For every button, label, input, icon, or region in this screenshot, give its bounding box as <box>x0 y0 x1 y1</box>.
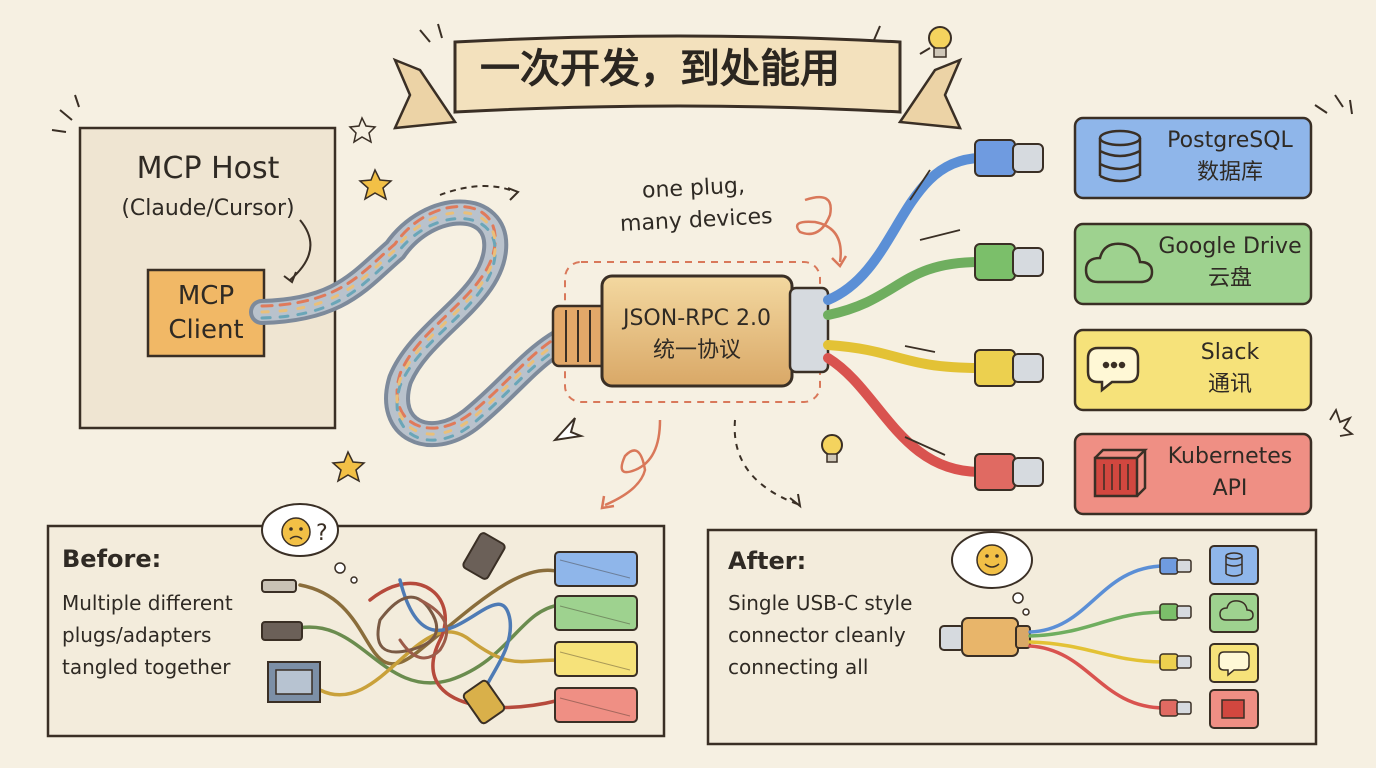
service-k8s-name: Kubernetes <box>1167 444 1293 469</box>
usb-plugs <box>974 139 1044 491</box>
after-mini-boxes <box>1209 545 1259 729</box>
host-subtitle: (Claude/Cursor) <box>121 196 295 221</box>
service-k8s-sub: API <box>1212 476 1248 501</box>
before-line-2: plugs/adapters <box>62 623 212 647</box>
cloud-icon <box>1084 242 1154 284</box>
host-title: MCP Host <box>136 151 280 186</box>
before-line-3: tangled together <box>62 655 231 679</box>
before-line-1: Multiple different <box>62 591 233 615</box>
after-line-3: connecting all <box>728 655 869 679</box>
after-plugs <box>1159 557 1192 717</box>
service-slack-name: Slack <box>1200 340 1260 365</box>
service-postgres-sub: 数据库 <box>1196 160 1263 185</box>
before-heading: Before: <box>62 545 162 573</box>
service-cables <box>823 153 985 477</box>
svg-text:?: ? <box>316 521 328 546</box>
client-label-2: Client <box>168 315 244 345</box>
protocol-label-1: JSON-RPC 2.0 <box>622 306 772 331</box>
client-label-1: MCP <box>177 281 235 311</box>
service-slack-sub: 通讯 <box>1207 372 1252 397</box>
braided-cable <box>249 199 613 448</box>
clean-cables <box>1028 564 1167 710</box>
service-drive-sub: 云盘 <box>1207 266 1252 291</box>
annotation-line-1: one plug, <box>641 173 746 204</box>
service-drive-name: Google Drive <box>1158 234 1302 259</box>
protocol-label-2: 统一协议 <box>652 338 741 363</box>
service-postgres-name: PostgreSQL <box>1167 128 1293 153</box>
title-banner <box>392 23 963 130</box>
before-mini-boxes <box>554 551 638 723</box>
page-title: 一次开发，到处能用 <box>480 46 840 92</box>
central-connector <box>551 274 830 388</box>
chat-icon <box>1086 346 1140 393</box>
database-icon <box>1098 129 1142 183</box>
container-icon <box>1093 448 1149 498</box>
clean-connector <box>939 617 1031 657</box>
old-plugs <box>261 532 506 725</box>
after-line-1: Single USB-C style <box>728 591 913 615</box>
confused-thought-bubble: ? <box>261 503 358 584</box>
after-line-2: connector cleanly <box>728 623 906 647</box>
after-heading: After: <box>728 547 807 575</box>
happy-thought-bubble <box>951 531 1033 616</box>
decorations <box>51 26 1355 483</box>
